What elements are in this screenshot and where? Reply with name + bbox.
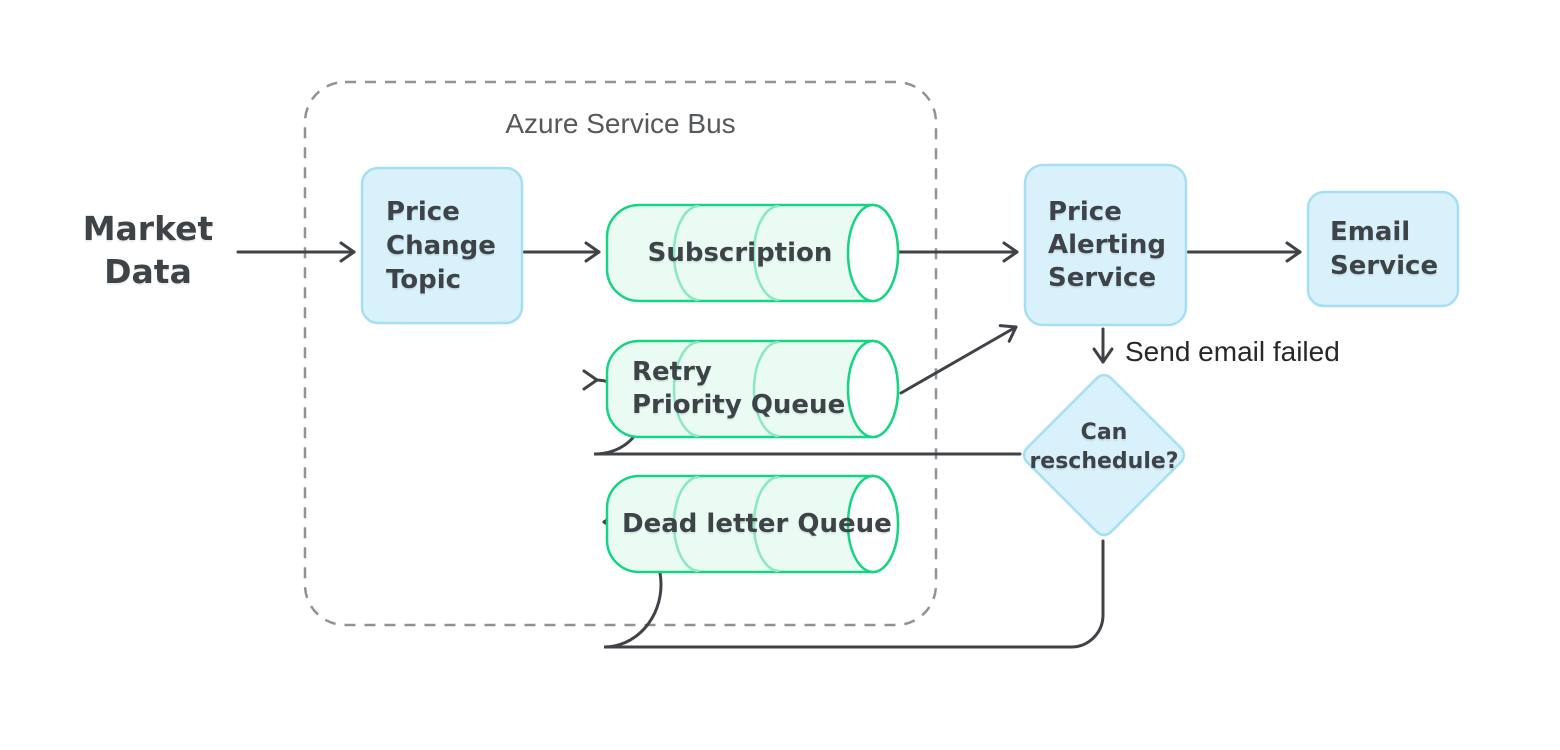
azure-service-bus-title: Azure Service Bus — [505, 108, 736, 139]
send-email-failed-label: Send email failed — [1125, 336, 1340, 367]
dead-letter-queue-shape — [605, 474, 900, 574]
can-reschedule-diamond-shape — [1022, 373, 1186, 537]
cylinder-segment-line — [752, 204, 780, 302]
subscription-label: Subscription — [647, 237, 833, 268]
azure-service-bus-container — [303, 80, 938, 627]
email-service-label: Email Service — [1330, 217, 1439, 281]
market-data-label: Market Data — [82, 209, 214, 291]
cylinder-segment-line — [752, 340, 780, 438]
email-service-shape — [1306, 190, 1460, 308]
cylinder-segment-line — [672, 340, 700, 438]
arrow-retry-to-alerting — [899, 324, 1018, 395]
price-change-topic-shape — [360, 166, 524, 325]
cylinder-segment-line — [672, 475, 700, 573]
cylinder-end-cap — [846, 203, 900, 303]
price-alerting-service-shape — [1023, 163, 1188, 327]
can-reschedule-label: Can reschedule? — [1029, 420, 1179, 474]
retry-priority-queue-shape — [605, 339, 900, 439]
retry-priority-queue-label: Retry Priority Queue — [632, 357, 846, 420]
cylinder-end-cap — [846, 339, 900, 439]
cylinder-segment-line — [672, 204, 700, 302]
dead-letter-queue-label: Dead letter Queue — [622, 508, 892, 539]
cylinder-segment-line — [752, 475, 780, 573]
price-alerting-service-label: Price Alerting Service — [1048, 196, 1166, 293]
price-change-topic-label: Price Change Topic — [386, 196, 496, 295]
subscription-queue-shape — [605, 203, 900, 303]
cylinder-end-cap — [846, 474, 900, 574]
